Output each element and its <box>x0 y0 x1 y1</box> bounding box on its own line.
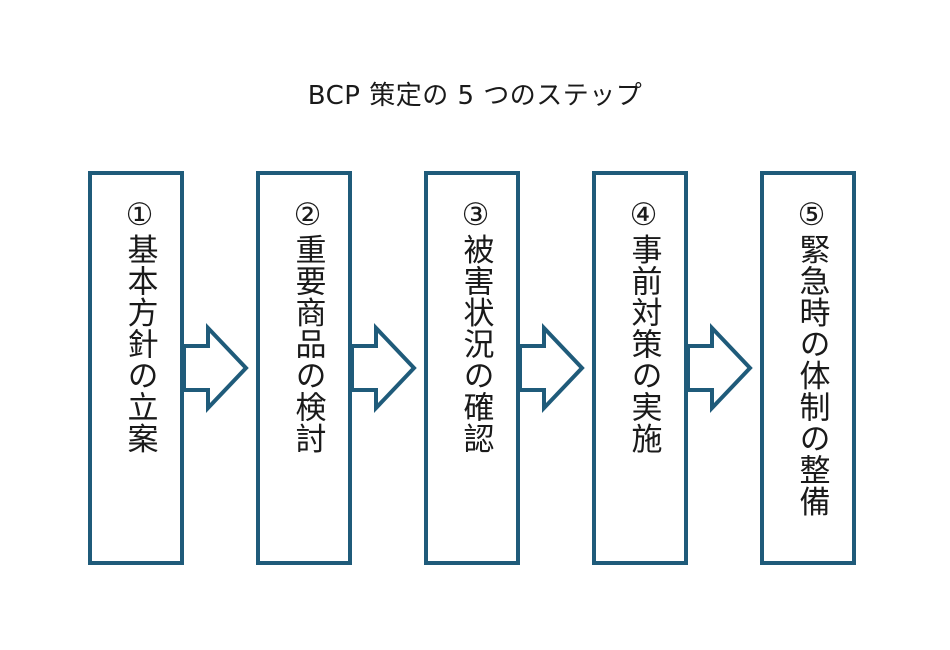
step-label-2: ②重要商品の検討 <box>289 197 326 454</box>
diagram-title: BCP 策定の 5 つのステップ <box>307 81 643 111</box>
right-arrow-icon <box>348 322 418 414</box>
step-box-4: ④事前対策の実施 <box>592 171 688 565</box>
step-box-1: ①基本方針の立案 <box>88 171 184 565</box>
step-label-4: ④事前対策の実施 <box>625 197 662 454</box>
right-arrow-icon <box>684 322 754 414</box>
step-box-2: ②重要商品の検討 <box>256 171 352 565</box>
step-label-1: ①基本方針の立案 <box>121 197 158 454</box>
step-box-3: ③被害状況の確認 <box>424 171 520 565</box>
right-arrow-icon <box>180 322 250 414</box>
step-label-3: ③被害状況の確認 <box>457 197 494 454</box>
step-label-5: ⑤緊急時の体制の整備 <box>793 197 830 517</box>
step-box-5: ⑤緊急時の体制の整備 <box>760 171 856 565</box>
right-arrow-icon <box>516 322 586 414</box>
